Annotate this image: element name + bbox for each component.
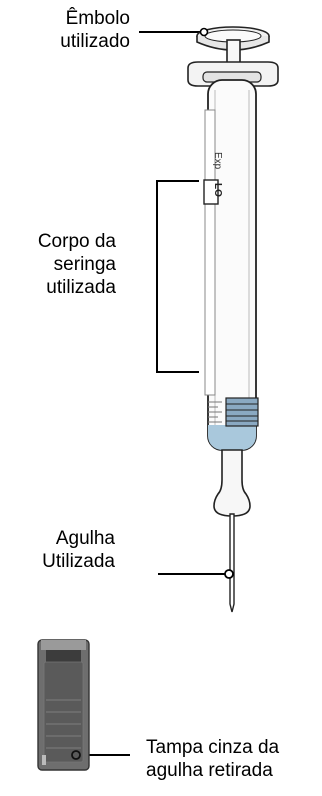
fluid [208, 425, 256, 450]
needle-label-line-2: Utilizada [42, 551, 115, 572]
needle-label-line-1: Agulha [55, 528, 115, 549]
plunger-stopper [225, 397, 259, 427]
barrel-label-line-1: Corpo da [37, 231, 116, 252]
finger-flange [187, 61, 279, 87]
needle-cap [37, 639, 90, 771]
needle [229, 513, 235, 613]
barrel-print-exp: Exp [212, 152, 223, 170]
graduation-marks [208, 401, 222, 423]
needle-hub [213, 449, 251, 517]
plunger-label-line-1: Êmbolo [65, 8, 130, 29]
barrel-label-line-3: utilizada [46, 277, 116, 298]
cap-label-line-2: agulha retirada [146, 760, 273, 781]
cap-label-line-1: Tampa cinza da [146, 737, 280, 758]
needle-label: Agulha Utilizada [42, 527, 115, 573]
barrel-print-lot-box: LO [203, 179, 223, 205]
barrel-label-line-2: seringa [53, 254, 116, 275]
barrel-label: Corpo da seringa utilizada [38, 230, 116, 299]
plunger-leader-dot [199, 27, 209, 37]
syringe-barrel [204, 79, 259, 451]
needle-leader-dot [224, 569, 234, 579]
barrel-bracket [156, 180, 199, 373]
plunger-label-line-2: utilizado [60, 31, 130, 52]
barrel-print-lot: LO [212, 183, 223, 197]
plunger-label: Êmbolo utilizado [60, 7, 130, 53]
cap-label: Tampa cinza da agulha retirada [146, 736, 279, 782]
leader-lines [78, 31, 226, 756]
cap-leader-dot [71, 750, 81, 760]
